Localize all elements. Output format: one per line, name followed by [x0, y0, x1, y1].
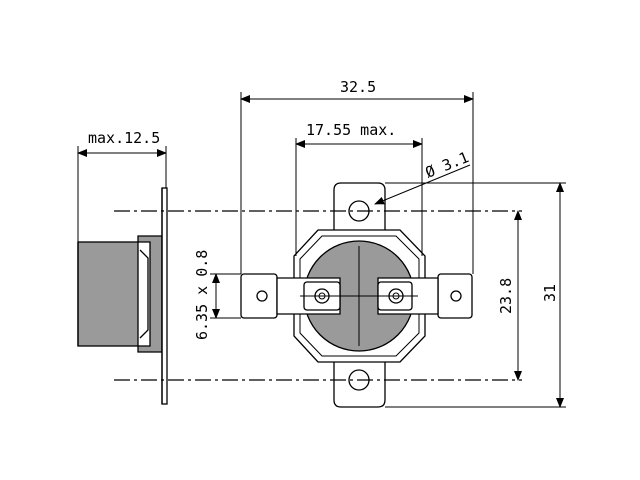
body-width-dimension: 17.55 max.: [295, 121, 423, 256]
body-width-label: 17.55 max.: [306, 121, 396, 139]
hole-diameter-label: Ø 3.1: [423, 148, 472, 182]
side-cap: [137, 235, 163, 353]
front-view: [240, 182, 473, 408]
side-body: [77, 241, 139, 347]
hole-spacing-label: 23.8: [497, 278, 515, 314]
side-bracket: [161, 187, 168, 405]
center-lines: [114, 210, 522, 381]
overall-height-label: 31: [541, 284, 559, 302]
side-depth-dimension: max.12.5: [77, 129, 167, 242]
side-depth-label: max.12.5: [88, 129, 160, 147]
terminal-size-label: 6.35 x 0.8: [193, 250, 211, 340]
overall-width-label: 32.5: [340, 78, 376, 96]
overall-height-dimension: 31: [385, 182, 566, 408]
hole-diameter-dimension: Ø 3.1: [374, 148, 472, 205]
hole-spacing-dimension: 23.8: [497, 210, 522, 381]
side-view: [77, 187, 168, 405]
terminal-size-dimension: 6.35 x 0.8: [193, 250, 241, 340]
